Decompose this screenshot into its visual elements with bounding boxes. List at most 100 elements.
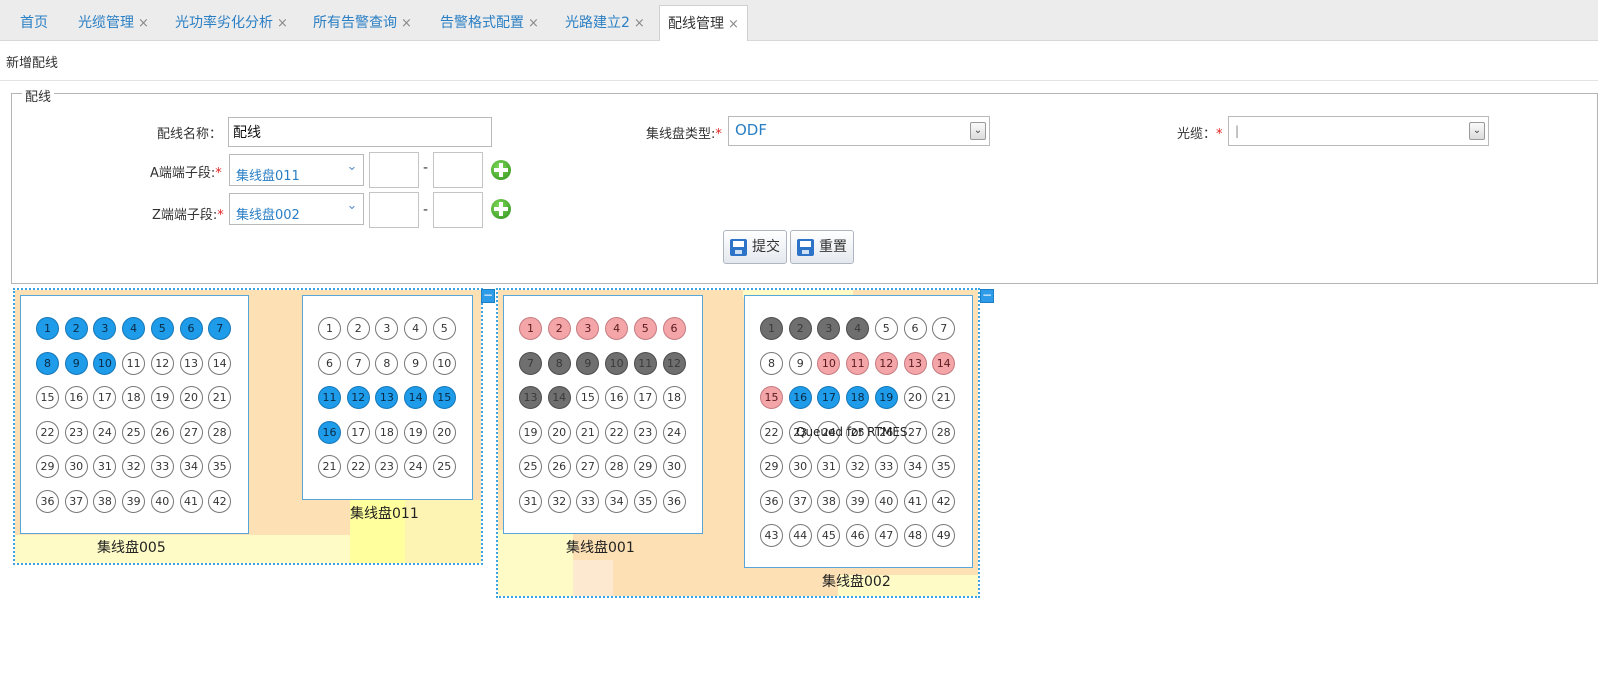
port-22[interactable]: 22	[760, 420, 783, 444]
add-icon[interactable]	[491, 199, 511, 219]
port-31[interactable]: 31	[817, 455, 841, 478]
port-39[interactable]: 39	[122, 489, 146, 513]
port-10[interactable]: 10	[432, 351, 456, 375]
port-16[interactable]: 16	[788, 386, 812, 409]
port-12[interactable]: 12	[874, 351, 898, 375]
port-26[interactable]: 26	[547, 455, 571, 478]
port-9[interactable]: 9	[576, 351, 600, 375]
port-22[interactable]: 22	[36, 420, 59, 444]
port-17[interactable]: 17	[633, 386, 657, 409]
port-49[interactable]: 49	[932, 524, 956, 547]
z-end-start-input[interactable]	[369, 192, 419, 228]
port-39[interactable]: 39	[846, 489, 870, 513]
port-15[interactable]: 15	[760, 386, 783, 409]
port-23[interactable]: 23	[375, 455, 399, 478]
port-34[interactable]: 34	[605, 489, 629, 513]
tab-optical-power-analysis[interactable]: 光功率劣化分析×	[173, 5, 290, 41]
port-21[interactable]: 21	[576, 420, 600, 444]
port-17[interactable]: 17	[93, 386, 117, 409]
port-11[interactable]: 11	[122, 351, 146, 375]
port-18[interactable]: 18	[846, 386, 870, 409]
port-30[interactable]: 30	[64, 455, 88, 478]
port-1[interactable]: 1	[519, 317, 542, 340]
port-40[interactable]: 40	[150, 489, 174, 513]
port-25[interactable]: 25	[519, 455, 542, 478]
port-26[interactable]: 26	[150, 420, 174, 444]
port-8[interactable]: 8	[36, 351, 59, 375]
port-5[interactable]: 5	[150, 317, 174, 340]
port-23[interactable]: 23	[788, 420, 812, 444]
port-24[interactable]: 24	[817, 420, 841, 444]
port-11[interactable]: 11	[846, 351, 870, 375]
chevron-down-icon[interactable]: ⌄	[970, 122, 986, 140]
port-3[interactable]: 3	[93, 317, 117, 340]
port-15[interactable]: 15	[36, 386, 59, 409]
port-20[interactable]: 20	[179, 386, 203, 409]
port-25[interactable]: 25	[122, 420, 146, 444]
port-14[interactable]: 14	[208, 351, 232, 375]
port-12[interactable]: 12	[662, 351, 686, 375]
close-icon[interactable]: ×	[277, 16, 288, 31]
port-27[interactable]: 27	[179, 420, 203, 444]
port-29[interactable]: 29	[36, 455, 59, 478]
chevron-down-icon[interactable]: ⌄	[346, 159, 358, 174]
port-14[interactable]: 14	[932, 351, 956, 375]
port-4[interactable]: 4	[605, 317, 629, 340]
port-32[interactable]: 32	[547, 489, 571, 513]
port-9[interactable]: 9	[788, 351, 812, 375]
port-16[interactable]: 16	[605, 386, 629, 409]
port-21[interactable]: 21	[932, 386, 956, 409]
port-42[interactable]: 42	[932, 489, 956, 513]
port-13[interactable]: 13	[375, 386, 399, 409]
port-31[interactable]: 31	[519, 489, 542, 513]
port-32[interactable]: 32	[122, 455, 146, 478]
port-30[interactable]: 30	[788, 455, 812, 478]
port-19[interactable]: 19	[404, 420, 428, 444]
port-8[interactable]: 8	[760, 351, 783, 375]
close-icon[interactable]: ×	[728, 17, 739, 32]
port-25[interactable]: 25	[846, 420, 870, 444]
close-icon[interactable]: ×	[138, 16, 149, 31]
tab-cable-management[interactable]: 光缆管理×	[76, 5, 151, 41]
port-33[interactable]: 33	[576, 489, 600, 513]
port-36[interactable]: 36	[36, 489, 59, 513]
port-10[interactable]: 10	[93, 351, 117, 375]
port-16[interactable]: 16	[64, 386, 88, 409]
port-45[interactable]: 45	[817, 524, 841, 547]
tab-home[interactable]: 首页	[18, 5, 50, 41]
port-7[interactable]: 7	[932, 317, 956, 340]
a-end-end-input[interactable]	[433, 152, 483, 188]
port-48[interactable]: 48	[903, 524, 927, 547]
port-25[interactable]: 25	[432, 455, 456, 478]
port-44[interactable]: 44	[788, 524, 812, 547]
port-37[interactable]: 37	[788, 489, 812, 513]
port-47[interactable]: 47	[874, 524, 898, 547]
port-1[interactable]: 1	[36, 317, 59, 340]
port-2[interactable]: 2	[64, 317, 88, 340]
port-11[interactable]: 11	[633, 351, 657, 375]
chevron-down-icon[interactable]: ⌄	[1469, 122, 1485, 140]
port-16[interactable]: 16	[318, 420, 341, 444]
port-17[interactable]: 17	[346, 420, 370, 444]
port-12[interactable]: 12	[150, 351, 174, 375]
port-29[interactable]: 29	[633, 455, 657, 478]
port-35[interactable]: 35	[633, 489, 657, 513]
port-3[interactable]: 3	[817, 317, 841, 340]
port-20[interactable]: 20	[903, 386, 927, 409]
port-13[interactable]: 13	[519, 386, 542, 409]
port-18[interactable]: 18	[122, 386, 146, 409]
port-41[interactable]: 41	[903, 489, 927, 513]
port-21[interactable]: 21	[208, 386, 232, 409]
port-3[interactable]: 3	[576, 317, 600, 340]
port-7[interactable]: 7	[208, 317, 232, 340]
port-3[interactable]: 3	[375, 317, 399, 340]
port-5[interactable]: 5	[633, 317, 657, 340]
port-7[interactable]: 7	[346, 351, 370, 375]
port-32[interactable]: 32	[846, 455, 870, 478]
port-10[interactable]: 10	[817, 351, 841, 375]
port-9[interactable]: 9	[404, 351, 428, 375]
z-end-panel-select[interactable]: 集线盘002 ⌄	[229, 193, 364, 225]
port-11[interactable]: 11	[318, 386, 341, 409]
port-36[interactable]: 36	[662, 489, 686, 513]
port-17[interactable]: 17	[817, 386, 841, 409]
